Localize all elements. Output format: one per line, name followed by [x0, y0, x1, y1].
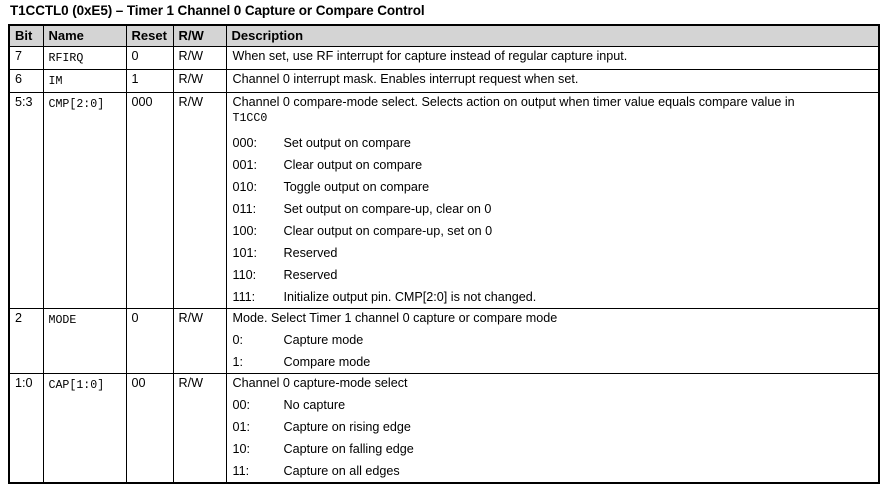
cell-rw: R/W [172, 92, 227, 309]
option-code: 101: [232, 246, 258, 260]
cell-bit: 2 [8, 308, 44, 374]
option-item: 000: Set output on compare [233, 136, 875, 151]
option-item: 10: Capture on falling edge [233, 442, 875, 457]
table-header: Bit Name Reset R/W Description [8, 24, 880, 47]
column-header-reset: Reset [125, 24, 174, 47]
option-text: Capture on rising edge [283, 420, 411, 434]
cell-name: IM [42, 69, 127, 93]
cell-bit: 7 [8, 46, 44, 70]
option-item: 010: Toggle output on compare [233, 180, 875, 195]
cell-reset: 000 [125, 92, 174, 309]
cell-rw: R/W [172, 373, 227, 484]
option-text: No capture [283, 398, 346, 412]
option-text: Clear output on compare-up, set on 0 [283, 224, 493, 238]
option-code: 01: [232, 420, 251, 434]
option-text: Capture on falling edge [283, 442, 414, 456]
cell-description: Channel 0 interrupt mask. Enables interr… [225, 69, 880, 93]
option-code: 010: [232, 180, 258, 194]
option-code: 11: [232, 464, 250, 478]
option-text: Toggle output on compare [283, 180, 430, 194]
option-text: Reserved [283, 268, 338, 282]
option-code: 011: [232, 202, 257, 216]
option-item: 00: No capture [233, 398, 875, 413]
option-item: 001: Clear output on compare [233, 158, 875, 173]
cell-rw: R/W [172, 308, 227, 374]
cell-reset: 1 [125, 69, 174, 93]
column-header-rw: R/W [172, 24, 227, 47]
cell-description: Channel 0 compare-mode select. Selects a… [225, 92, 880, 309]
option-code: 111: [232, 290, 256, 304]
cell-reset: 0 [125, 308, 174, 374]
cell-reset: 0 [125, 46, 174, 70]
option-code: 10: [232, 442, 251, 456]
header-row: Bit Name Reset R/W Description [8, 24, 880, 47]
register-reference: T1CC0 [232, 112, 268, 125]
option-text: Initialize output pin. CMP[2:0] is not c… [283, 290, 537, 304]
option-code: 000: [232, 136, 258, 150]
option-text: Compare mode [283, 355, 371, 369]
option-text: Set output on compare-up, clear on 0 [283, 202, 492, 216]
register-description-page: T1CCTL0 (0xE5) – Timer 1 Channel 0 Captu… [8, 3, 880, 484]
option-list: 00: No capture 01: Capture on rising edge 10… [233, 398, 875, 479]
option-code: 1: [232, 355, 244, 369]
cell-description: When set, use RF interrupt for capture i… [225, 46, 880, 70]
option-item: 011: Set output on compare-up, clear on 0 [233, 202, 875, 217]
option-list: 000: Set output on compare 001: Clear outpu… [233, 136, 875, 305]
option-list: 0: Capture mode 1: Compare mode [233, 333, 875, 370]
description-text: Mode. Select Timer 1 channel 0 capture o… [232, 311, 558, 325]
column-header-bit: Bit [8, 24, 44, 47]
cell-name: CMP[2:0] [42, 92, 127, 309]
option-item: 01: Capture on rising edge [233, 420, 875, 435]
option-text: Reserved [283, 246, 338, 260]
option-code: 0: [232, 333, 244, 347]
description-text: When set, use RF interrupt for capture i… [232, 49, 628, 63]
option-item: 100: Clear output on compare-up, set on 0 [233, 224, 875, 239]
cell-name: MODE [42, 308, 127, 374]
cell-reset: 00 [125, 373, 174, 484]
cell-bit: 6 [8, 69, 44, 93]
option-item: 1: Compare mode [233, 355, 875, 370]
option-text: Capture on all edges [283, 464, 400, 478]
cell-name: CAP[1:0] [42, 373, 127, 484]
option-code: 110: [232, 268, 257, 282]
option-item: 110: Reserved [233, 268, 875, 283]
cell-name: RFIRQ [42, 46, 127, 70]
option-item: 111: Initialize output pin. CMP[2:0] is n… [233, 290, 875, 305]
option-code: 100: [232, 224, 258, 238]
description-text: Channel 0 capture-mode select [232, 376, 408, 390]
option-text: Set output on compare [283, 136, 411, 150]
register-title: T1CCTL0 (0xE5) – Timer 1 Channel 0 Captu… [10, 3, 425, 18]
option-text: Capture mode [283, 333, 364, 347]
cell-bit: 1:0 [8, 373, 44, 484]
cell-rw: R/W [172, 46, 227, 70]
description-text: Channel 0 compare-mode select. Selects a… [232, 95, 795, 109]
option-text: Clear output on compare [283, 158, 423, 172]
option-item: 11: Capture on all edges [233, 464, 875, 479]
cell-description: Mode. Select Timer 1 channel 0 capture o… [225, 308, 880, 374]
option-item: 101: Reserved [233, 246, 875, 261]
option-code: 00: [232, 398, 251, 412]
description-text: Channel 0 interrupt mask. Enables interr… [232, 72, 579, 86]
column-header-description: Description [225, 24, 880, 47]
column-header-name: Name [42, 24, 127, 47]
option-code: 001: [232, 158, 258, 172]
option-item: 0: Capture mode [233, 333, 875, 348]
cell-rw: R/W [172, 69, 227, 93]
cell-bit: 5:3 [8, 92, 44, 309]
cell-description: Channel 0 capture-mode select 00: No captu… [225, 373, 880, 484]
